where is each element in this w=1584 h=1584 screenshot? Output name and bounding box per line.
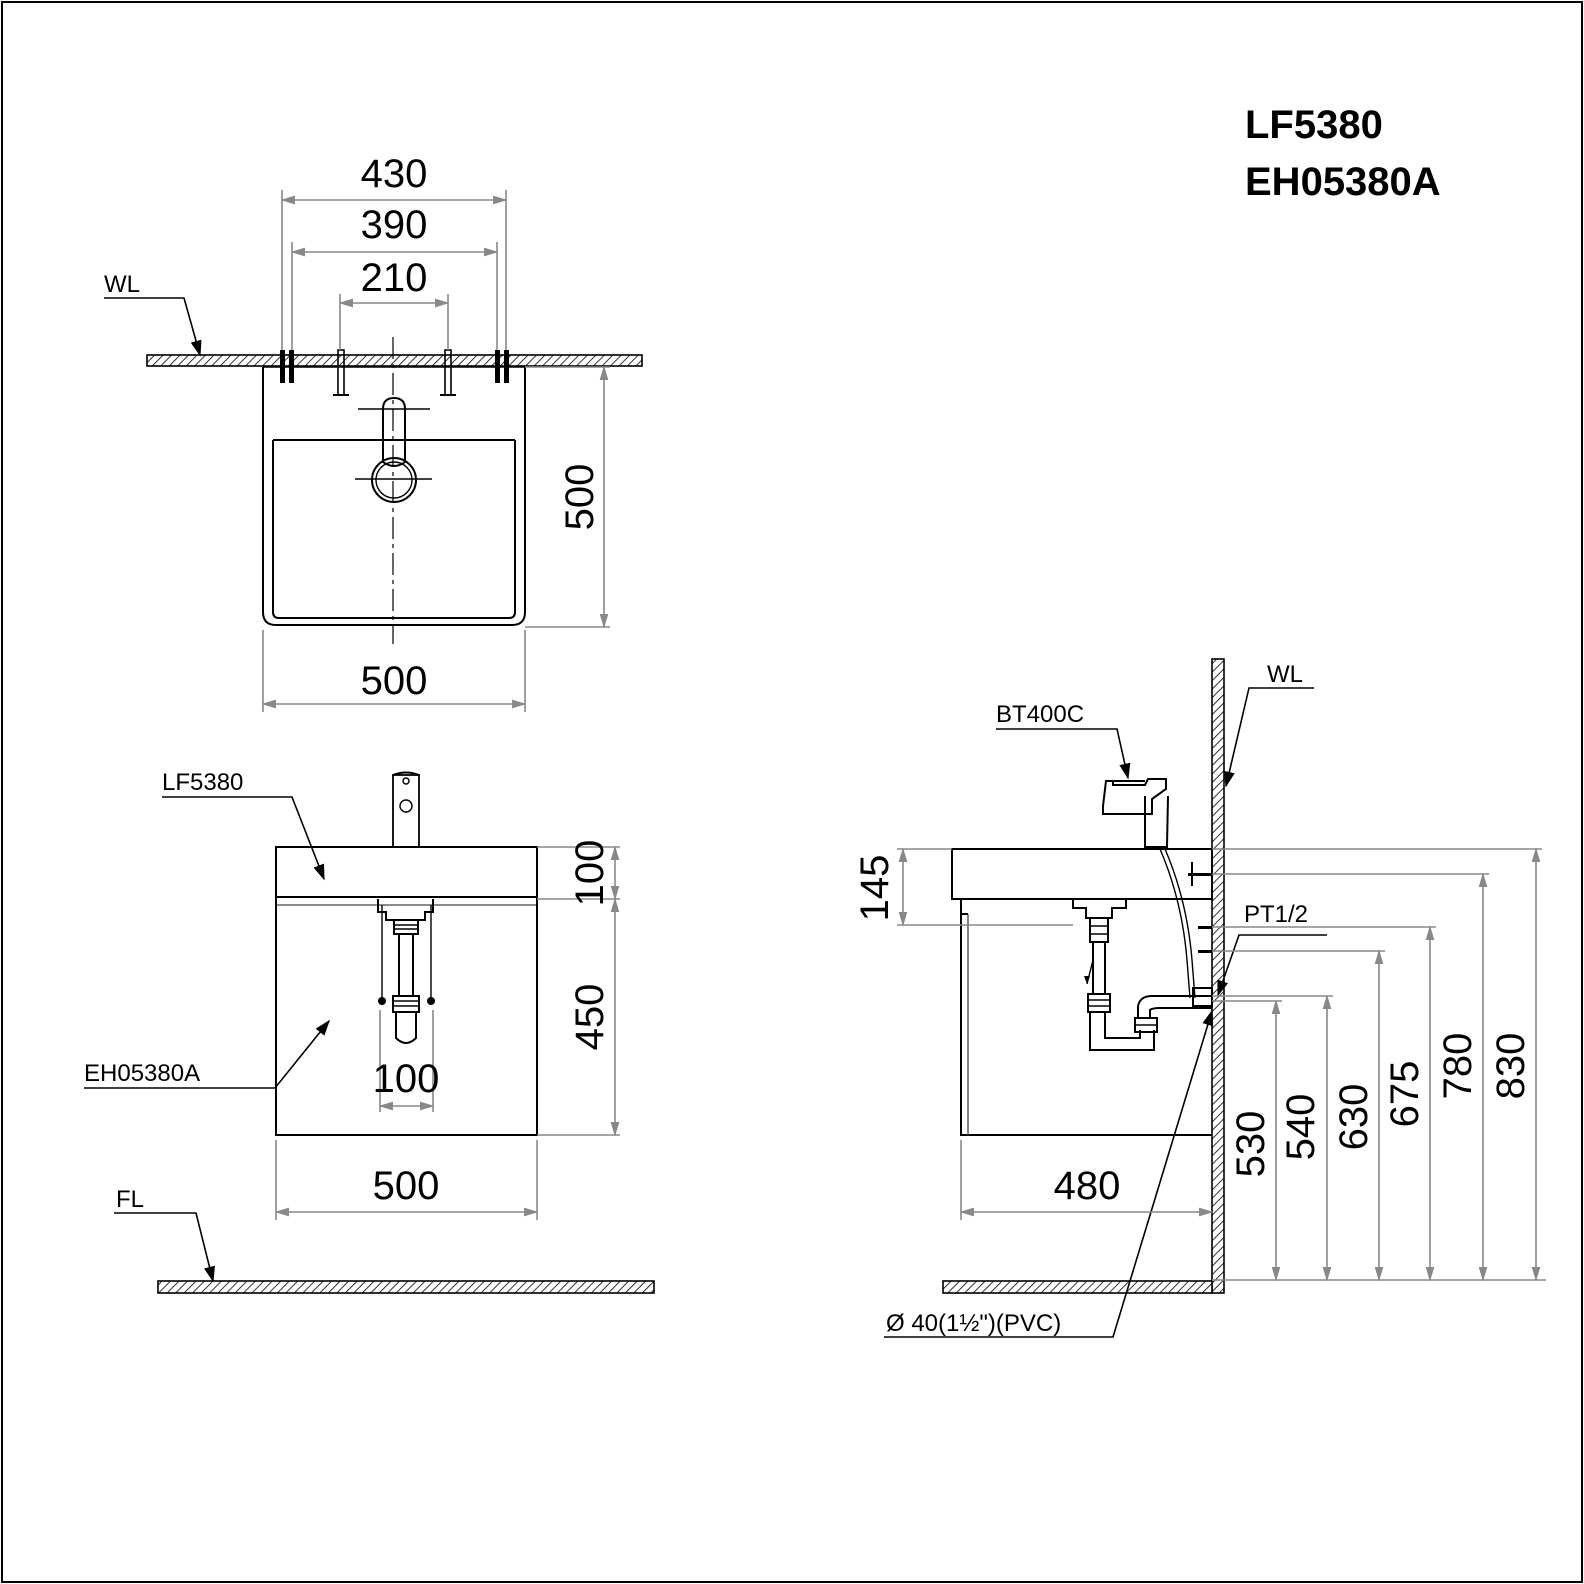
- dim-480: 480: [1054, 1164, 1121, 1208]
- cabinet-side: [960, 899, 1212, 1136]
- wall-bolts: [280, 349, 509, 396]
- drain-label: Ø 40(1½")(PVC): [886, 1310, 1061, 1337]
- dim-500-width-front: 500: [373, 1164, 440, 1208]
- dim-100-drain: 100: [373, 1057, 440, 1101]
- supply-hose-outer: [1164, 848, 1196, 999]
- dim-145: 145: [853, 855, 897, 922]
- drain-top-icon: [371, 457, 417, 503]
- supply-valves: [1188, 862, 1213, 1007]
- dim-450: 450: [568, 984, 612, 1051]
- floor-leader: [114, 1212, 215, 1283]
- floor-hatch-front: [157, 1280, 655, 1294]
- dim-390: 390: [361, 203, 428, 247]
- floor-hatch-side: [942, 1280, 1213, 1294]
- wall-label: WL: [104, 271, 140, 298]
- dim-100-basin: 100: [568, 840, 612, 907]
- basin-label: LF5380: [162, 769, 243, 796]
- front-view: LF5380 EH05380A 100 100 450 500 FL: [84, 769, 655, 1294]
- top-view: WL 430: [104, 152, 643, 712]
- wall-hatch-side: [1211, 658, 1225, 1294]
- dim-210: 210: [361, 256, 428, 300]
- dim-500-depth: 500: [558, 464, 602, 531]
- title-cabinet: EH05380A: [1245, 160, 1441, 204]
- basin-side: [951, 848, 1213, 900]
- dim-430: 430: [361, 152, 428, 196]
- drain-leader: [884, 1009, 1214, 1338]
- faucet-front-icon: [392, 771, 420, 848]
- dim-830: 830: [1489, 1033, 1533, 1100]
- faucet-top-icon: [382, 396, 406, 467]
- supply-hose: [1159, 848, 1191, 999]
- side-view: WL BT400C: [853, 658, 1546, 1338]
- dim-780: 780: [1436, 1033, 1480, 1100]
- title-model: LF5380: [1245, 103, 1383, 147]
- cabinet-label: EH05380A: [84, 1060, 200, 1087]
- supply-label: PT1/2: [1244, 901, 1308, 928]
- faucet-label: BT400C: [996, 701, 1084, 728]
- wall-leader-side: [1223, 687, 1314, 788]
- drain-top-inner: [375, 461, 413, 499]
- floor-label: FL: [116, 1186, 144, 1213]
- wall-label-side: WL: [1267, 661, 1303, 688]
- wall-leader: [104, 297, 202, 357]
- drain-trap-side: [1072, 899, 1212, 1051]
- faucet-side-icon: [1102, 778, 1169, 848]
- wall-hatch-top: [146, 354, 643, 367]
- faucet-leader: [996, 728, 1131, 780]
- dim-630: 630: [1332, 1084, 1376, 1151]
- cabinet-leader: [84, 1019, 331, 1089]
- dim-675: 675: [1383, 1061, 1427, 1128]
- dim-540: 540: [1279, 1094, 1323, 1161]
- cabinet-front: [275, 896, 538, 1136]
- supply-leader: [1217, 934, 1327, 997]
- basin-bowl-top: [272, 440, 516, 619]
- basin-leader: [162, 796, 325, 881]
- dim-530: 530: [1229, 1111, 1273, 1178]
- basin-outline-top: [262, 367, 526, 626]
- dim-500-width-top: 500: [361, 659, 428, 703]
- drain-assembly-front: [377, 899, 435, 1044]
